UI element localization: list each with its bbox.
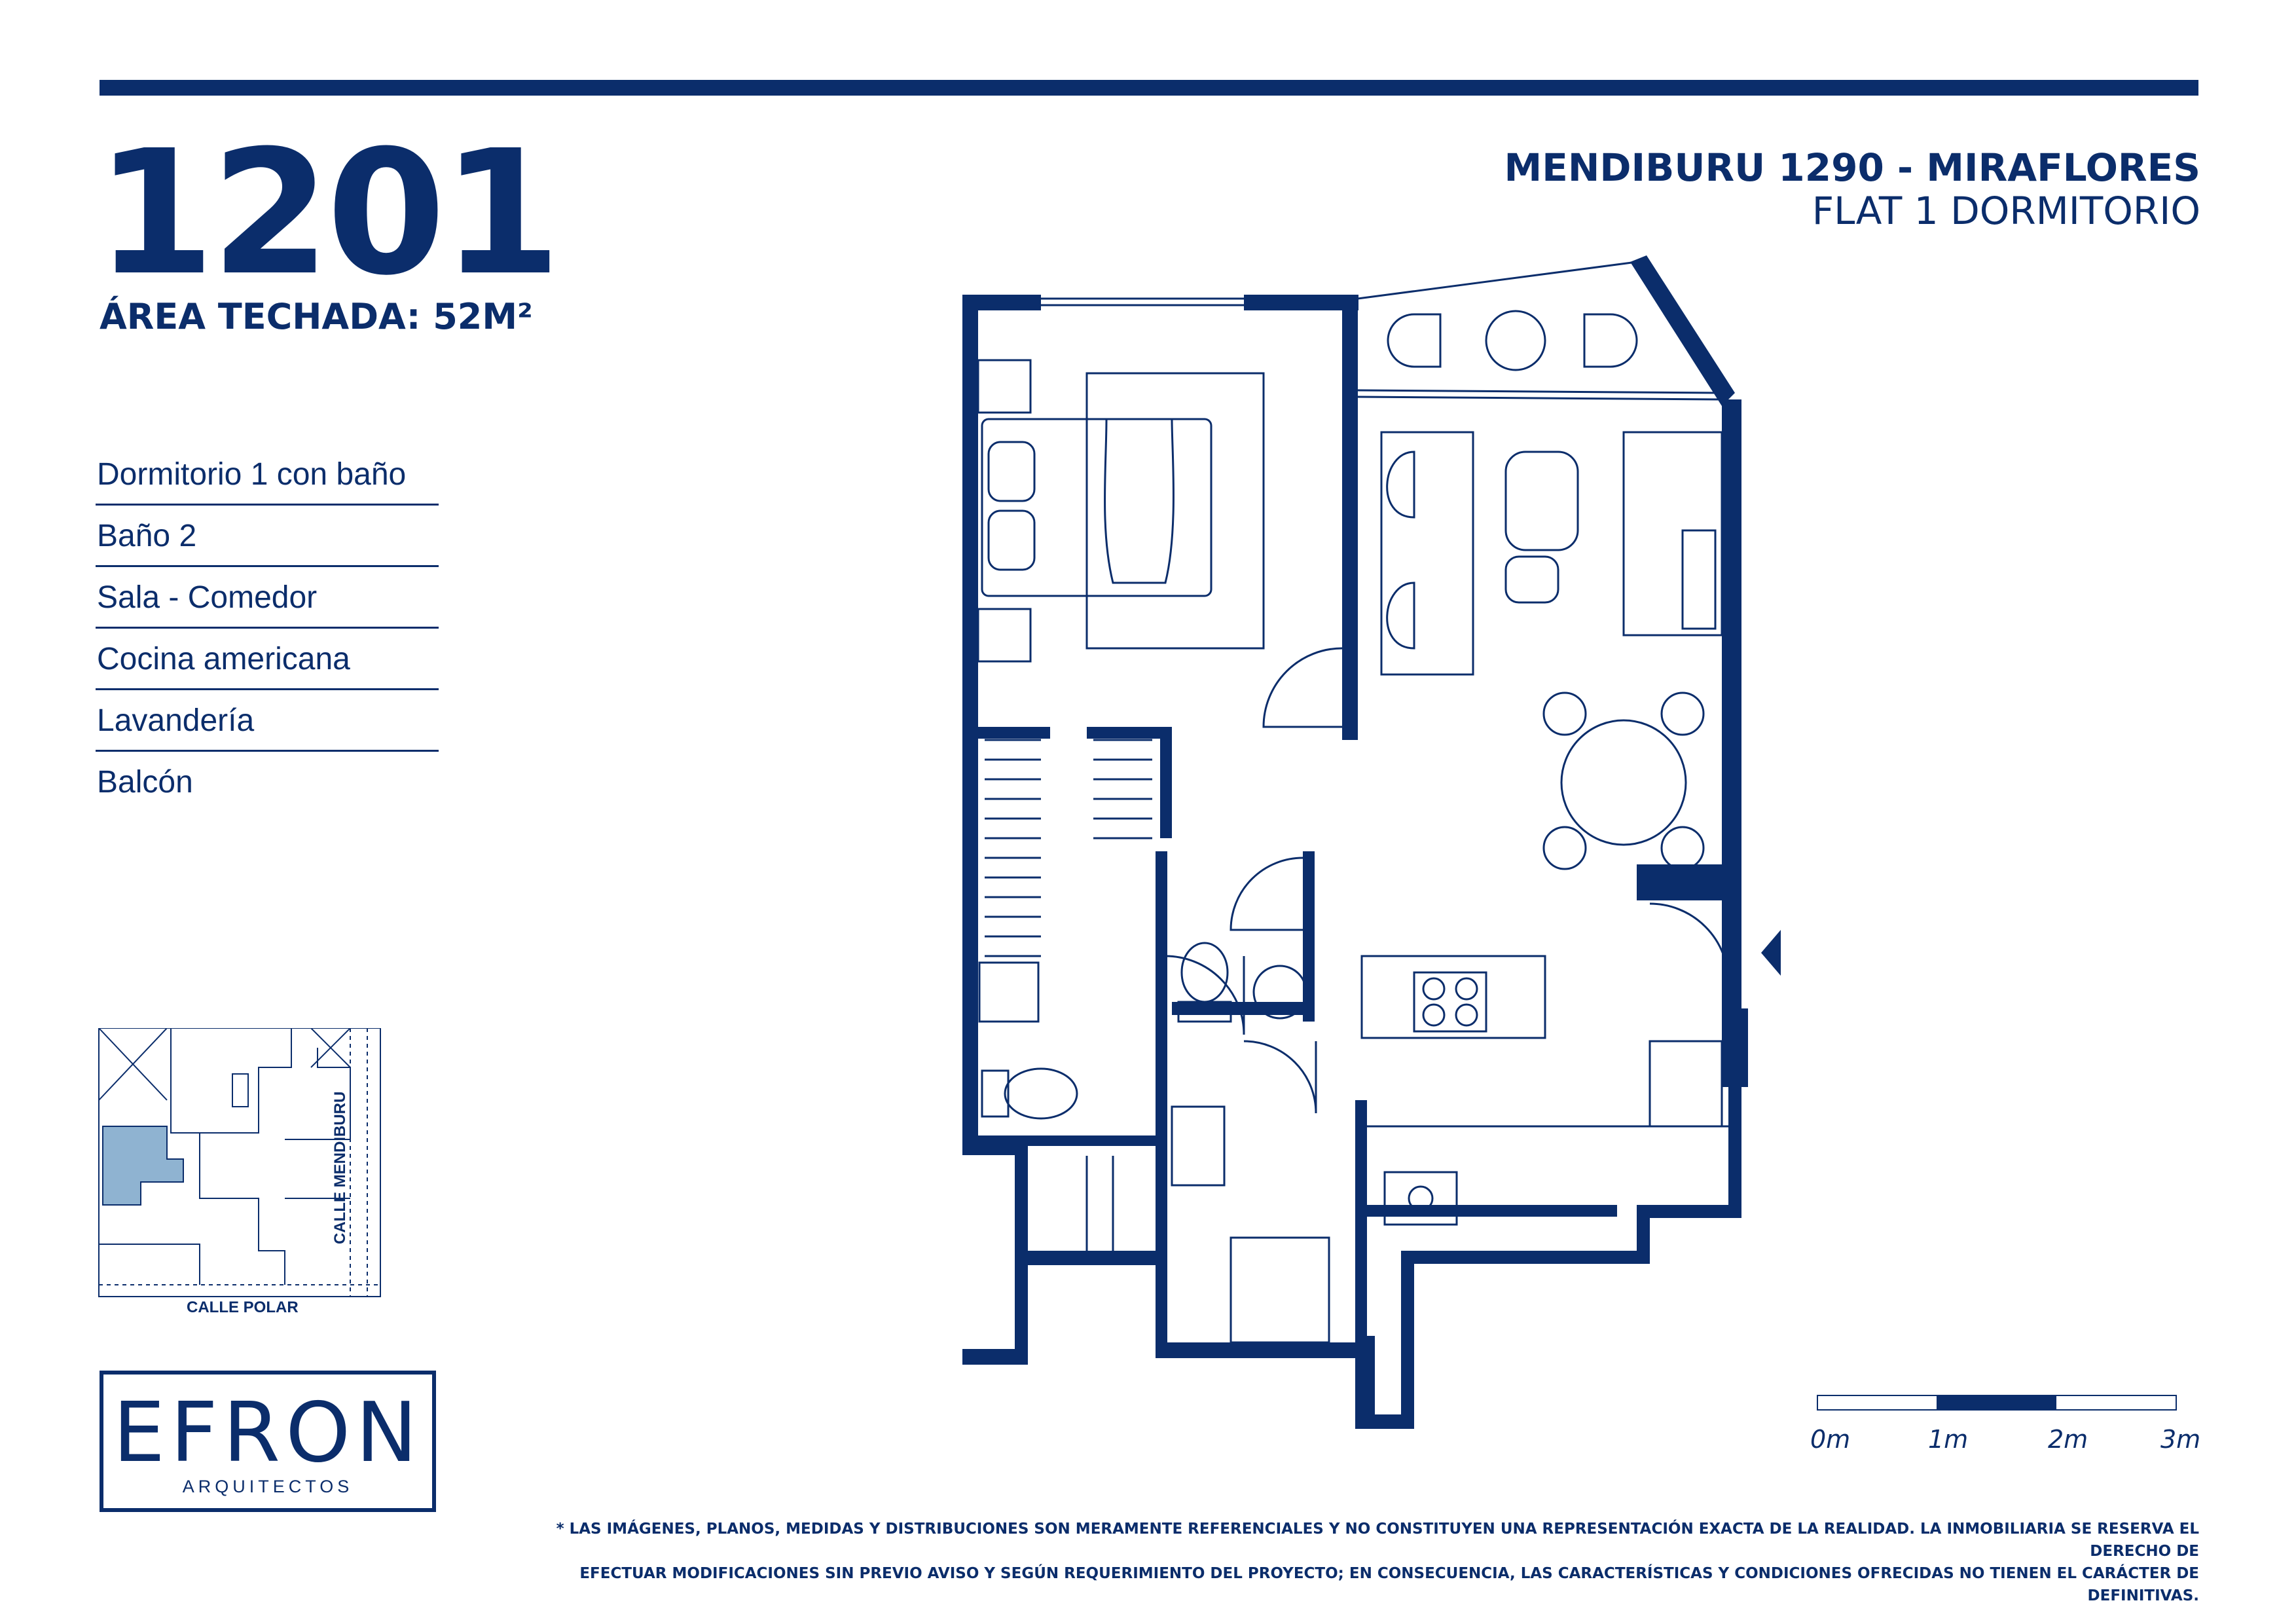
unit-number: 1201: [96, 113, 561, 313]
disclaimer-line-1: * LAS IMÁGENES, PLANOS, MEDIDAS Y DISTRI…: [556, 1521, 2199, 1560]
project-title: MENDIBURU 1290 - MIRAFLORES: [1504, 145, 2200, 190]
scale-label-0: 0m: [1810, 1425, 1851, 1454]
scale-label-1: 1m: [1928, 1425, 1969, 1454]
scale-label-3: 3m: [2160, 1425, 2201, 1454]
disclaimer-line-2: EFECTUAR MODIFICACIONES SIN PREVIO AVISO…: [579, 1565, 2199, 1604]
unit-type: FLAT 1 DORMITORIO: [1812, 189, 2200, 233]
room-list: Dormitorio 1 con baño Baño 2 Sala - Come…: [96, 444, 439, 813]
plan-walls: [962, 255, 1748, 1429]
room-item: Balcón: [97, 765, 193, 800]
logo-tagline: ARQUITECTOS: [182, 1477, 354, 1496]
logo-wordmark: EFRON: [113, 1384, 423, 1481]
room-item: Sala - Comedor: [96, 567, 439, 629]
scale-bar: [1817, 1395, 2177, 1411]
room-item: Baño 2: [96, 506, 439, 567]
room-item: Dormitorio 1 con baño: [96, 444, 439, 506]
street-label-polar: CALLE POLAR: [187, 1299, 299, 1316]
top-rule: [100, 80, 2198, 96]
site-locator-map: [98, 1028, 381, 1297]
room-item: Cocina americana: [96, 629, 439, 690]
brand-logo: EFRON ARQUITECTOS: [100, 1371, 436, 1512]
floor-plan: [962, 255, 1781, 1429]
covered-area: ÁREA TECHADA: 52M²: [100, 296, 533, 337]
legal-disclaimer: * LAS IMÁGENES, PLANOS, MEDIDAS Y DISTRI…: [497, 1518, 2199, 1607]
scale-label-2: 2m: [2048, 1425, 2088, 1454]
room-item: Lavandería: [96, 690, 439, 752]
street-label-mendiburu: CALLE MENDIBURU: [331, 1091, 349, 1244]
